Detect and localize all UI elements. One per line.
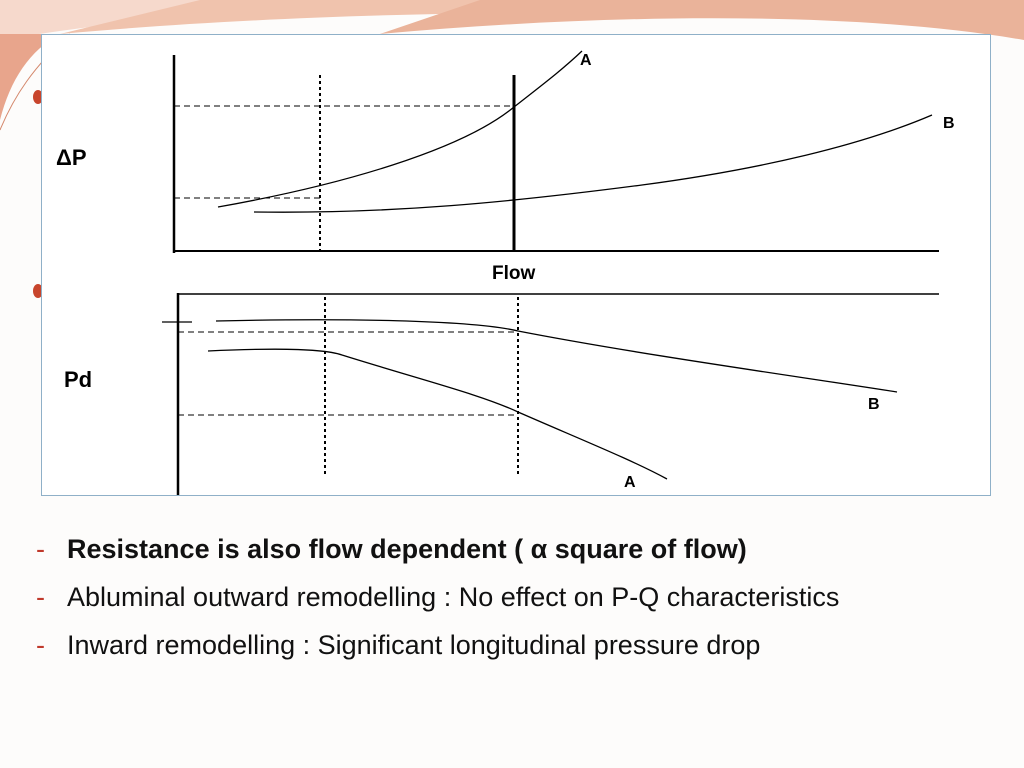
curve-a-label-bottom: A [624, 474, 636, 491]
bullet-text: Inward remodelling : Significant longitu… [67, 630, 761, 660]
delta-p-label: ΔP [56, 145, 87, 170]
bullet-text: Abluminal outward remodelling : No effec… [67, 582, 840, 612]
flow-label: Flow [492, 263, 535, 284]
top-panel: ΔP A B Flow [56, 50, 955, 284]
bullet-list: - Resistance is also flow dependent ( α … [36, 530, 996, 674]
bullet-dash: - [36, 630, 45, 660]
bottom-panel: Pd B A [64, 293, 939, 495]
curve-b-label-bottom: B [868, 396, 880, 413]
bullet-dash: - [36, 582, 45, 612]
pd-label: Pd [64, 367, 92, 392]
pressure-flow-diagram: ΔP A B Flow Pd B A [56, 50, 955, 495]
curve-a-bottom [207, 348, 668, 480]
hidden-bullet-marker [33, 284, 43, 298]
curve-a-label: A [580, 52, 592, 69]
bullet-item: - Abluminal outward remodelling : No eff… [36, 578, 996, 616]
bullet-dash: - [36, 534, 45, 564]
hidden-bullet-marker [33, 90, 43, 104]
curve-a [217, 50, 583, 208]
pq-figure: ΔP A B Flow Pd B A [41, 34, 991, 496]
curve-b-bottom [215, 319, 898, 393]
curve-b-label: B [943, 115, 955, 132]
bullet-item: - Resistance is also flow dependent ( α … [36, 530, 996, 568]
bullet-text: Resistance is also flow dependent ( α sq… [67, 534, 747, 564]
bullet-item: - Inward remodelling : Significant longi… [36, 626, 996, 664]
curve-b [253, 114, 933, 213]
